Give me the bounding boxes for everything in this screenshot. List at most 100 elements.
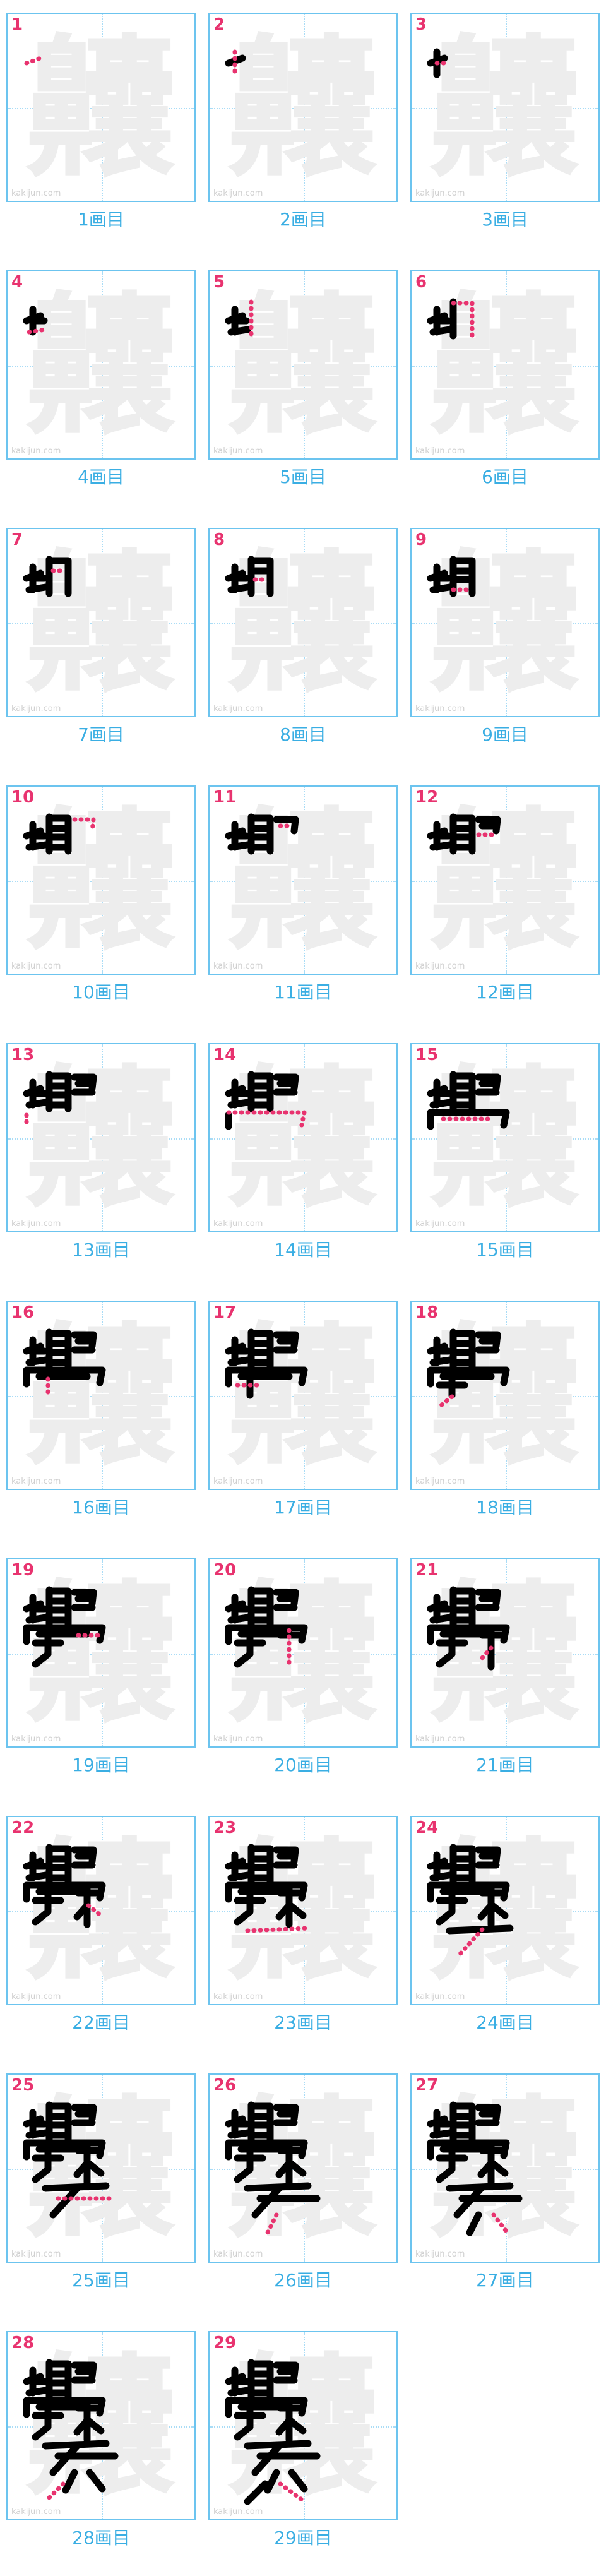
previous-stroke	[227, 326, 251, 336]
step-label: 8画目	[280, 724, 326, 745]
current-stroke	[454, 1927, 485, 1960]
watermark: kakijun.com	[11, 704, 61, 713]
stroke-drawing	[23, 2101, 117, 2219]
stroke-drawing	[427, 813, 501, 855]
previous-stroke	[45, 557, 72, 597]
watermark: kakijun.com	[213, 1734, 263, 1744]
horizontal-guide-line	[8, 881, 194, 882]
previous-stroke	[436, 2166, 456, 2183]
horizontal-guide-line	[412, 881, 598, 882]
previous-stroke	[275, 2159, 293, 2178]
step-label: 19画目	[72, 1755, 130, 1775]
step-label: 17画目	[274, 1497, 332, 1518]
previous-stroke	[449, 2102, 476, 2143]
step-number: 14	[213, 1046, 237, 1064]
stroke-drawing	[427, 298, 475, 340]
watermark: kakijun.com	[213, 1219, 263, 1229]
step-label: 16画目	[72, 1497, 130, 1518]
previous-stroke	[225, 1366, 308, 1386]
previous-stroke	[23, 1366, 106, 1386]
watermark: kakijun.com	[213, 2250, 263, 2259]
current-stroke	[43, 2481, 66, 2504]
watermark: kakijun.com	[213, 189, 263, 198]
horizontal-guide-line	[8, 623, 194, 624]
horizontal-guide-line	[412, 1138, 598, 1140]
previous-stroke	[25, 2129, 49, 2139]
previous-stroke	[275, 1902, 293, 1921]
horizontal-guide-line	[210, 623, 396, 624]
previous-stroke	[489, 2159, 509, 2177]
stroke-drawing	[427, 48, 451, 78]
watermark: kakijun.com	[213, 2507, 263, 2517]
horizontal-guide-line	[210, 108, 396, 109]
previous-stroke	[287, 2159, 307, 2177]
previous-stroke	[45, 814, 72, 855]
vertical-guide-line	[506, 1559, 507, 1746]
previous-stroke	[466, 2211, 482, 2236]
previous-stroke	[73, 1902, 91, 1921]
vertical-guide-line	[304, 787, 305, 974]
watermark: kakijun.com	[415, 2250, 465, 2259]
step-number: 20	[213, 1561, 237, 1580]
previous-stroke	[85, 2417, 105, 2435]
previous-stroke	[45, 1072, 72, 1112]
current-stroke	[478, 1645, 494, 1662]
previous-stroke	[287, 1902, 307, 1919]
previous-stroke	[49, 2183, 82, 2219]
previous-stroke	[427, 1109, 510, 1129]
stroke-drawing	[225, 299, 254, 338]
step-label: 14画目	[274, 1239, 332, 1260]
step-number: 11	[213, 788, 237, 807]
step-number: 1	[11, 15, 23, 34]
step-label: 10画目	[72, 982, 130, 1003]
vertical-guide-line	[506, 1817, 507, 2004]
current-stroke	[265, 2212, 279, 2235]
current-stroke	[245, 1926, 311, 1933]
step-label: 2画目	[280, 209, 326, 230]
step-number: 17	[213, 1303, 237, 1322]
previous-stroke	[45, 1845, 72, 1885]
previous-stroke	[436, 1650, 456, 1668]
step-number: 29	[213, 2334, 237, 2352]
previous-stroke	[45, 2360, 72, 2400]
step-label: 7画目	[78, 724, 124, 745]
current-stroke	[491, 2212, 509, 2234]
previous-stroke	[234, 1650, 254, 1668]
previous-stroke	[62, 2469, 78, 2494]
step-label: 23画目	[274, 2012, 332, 2033]
previous-stroke	[429, 2129, 453, 2139]
vertical-guide-line	[304, 271, 305, 458]
horizontal-guide-line	[412, 108, 598, 109]
step-number: 12	[415, 788, 439, 807]
previous-stroke	[25, 1356, 49, 1366]
stroke-drawing	[225, 1071, 307, 1130]
previous-stroke	[429, 326, 453, 336]
previous-stroke	[429, 583, 453, 593]
vertical-guide-line	[102, 2075, 103, 2262]
step-label: 1画目	[78, 209, 124, 230]
current-stroke	[451, 301, 475, 338]
vertical-guide-line	[102, 271, 103, 458]
previous-stroke	[247, 2360, 274, 2400]
horizontal-guide-line	[8, 1396, 194, 1397]
previous-stroke	[227, 1614, 251, 1624]
step-label: 5画目	[280, 467, 326, 487]
vertical-guide-line	[506, 271, 507, 458]
previous-stroke	[25, 583, 49, 593]
step-number: 2	[213, 15, 225, 34]
